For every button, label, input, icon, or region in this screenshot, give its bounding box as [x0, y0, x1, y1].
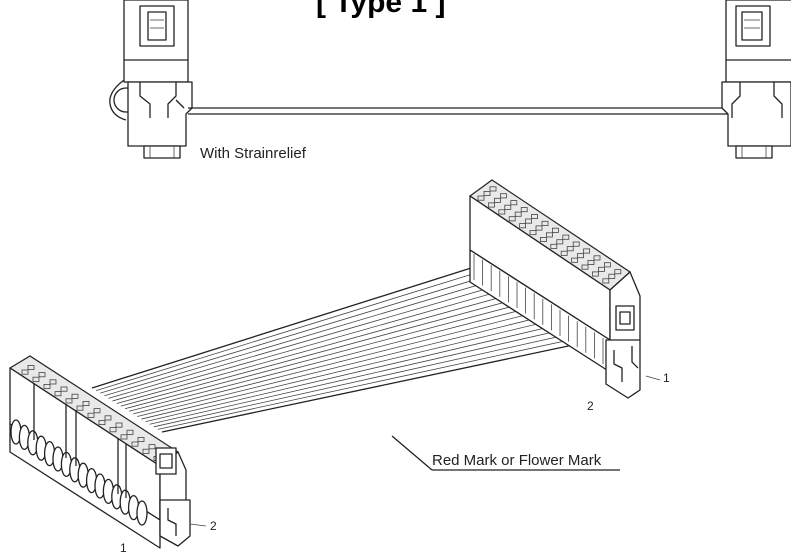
- pin-cell: [498, 209, 506, 215]
- pin-1-left-label: 1: [120, 541, 127, 555]
- pin-cell: [32, 376, 40, 382]
- pin-cell: [550, 243, 558, 249]
- pin-cell: [562, 234, 570, 240]
- ribbon-wire: [124, 297, 545, 410]
- pin-cell: [148, 444, 156, 450]
- ribbon-wire: [116, 288, 532, 404]
- side-view: [109, 0, 791, 159]
- pin-2-right-label: 2: [587, 399, 594, 413]
- pin-cell: [104, 415, 112, 421]
- ribbon-wire: [141, 315, 572, 420]
- pin-cell: [87, 412, 95, 418]
- pin-cell: [60, 386, 68, 392]
- pin-cell: [608, 273, 616, 279]
- pin-1-right-label: 1: [663, 371, 670, 385]
- mark-label: Red Mark or Flower Mark: [432, 452, 602, 469]
- right-connector-iso: [468, 179, 641, 399]
- ribbon-wire: [161, 337, 607, 433]
- pin-cell: [552, 227, 559, 233]
- pin-cell: [592, 271, 599, 277]
- pin-cell: [43, 383, 51, 389]
- pin-cell: [514, 211, 522, 217]
- pin-cell: [571, 257, 578, 263]
- ribbon-wire: [104, 275, 511, 397]
- pin-cell: [614, 269, 622, 275]
- pin-cell: [54, 391, 62, 397]
- ribbon-wire: [157, 333, 600, 430]
- pin-cell: [519, 223, 526, 229]
- pin-cell: [82, 400, 90, 406]
- pin-cell: [49, 379, 57, 385]
- left-connector-side: [109, 0, 193, 159]
- pin-cell: [531, 213, 538, 219]
- mark-leader: [391, 435, 620, 471]
- ribbon-wire: [108, 279, 518, 399]
- pin-2-left-label: 2: [210, 519, 217, 533]
- pin-cell: [535, 225, 543, 231]
- page-title: [ Type 1 ]: [316, 0, 446, 19]
- pin-cell: [483, 190, 491, 196]
- pin-cell: [38, 372, 46, 378]
- strain-relief-label: With Strainrelief: [200, 145, 306, 162]
- ribbon-wire: [128, 301, 552, 412]
- pin-cell: [131, 441, 139, 447]
- pin-cell: [520, 207, 528, 213]
- latch-bump: [136, 500, 148, 526]
- pin-cell: [71, 393, 79, 399]
- pin-cell: [65, 398, 73, 404]
- pin-cell: [572, 241, 580, 247]
- pin-cell: [477, 195, 485, 201]
- pin-cell: [137, 436, 145, 442]
- pin-cell: [566, 246, 574, 252]
- ribbon-cable: [91, 261, 607, 433]
- ribbon-wire: [95, 266, 497, 391]
- pin-cell: [126, 429, 134, 435]
- pin-cell: [525, 218, 532, 224]
- pin-cell: [529, 230, 537, 236]
- pin-cell: [540, 236, 547, 242]
- pin-cell: [510, 200, 518, 206]
- ribbon-wire: [137, 310, 566, 417]
- pin-cell: [487, 202, 495, 208]
- pin-cell: [98, 419, 106, 425]
- pin-cell: [489, 186, 497, 192]
- ribbon-wire: [153, 328, 593, 428]
- ribbon-wire: [120, 292, 538, 407]
- pin-cell: [593, 255, 601, 261]
- pin-cell: [546, 232, 553, 238]
- ribbon-wire: [133, 306, 559, 415]
- pin-cell: [504, 204, 512, 210]
- pin-cell: [76, 405, 84, 411]
- left-connector-iso: [8, 355, 191, 549]
- pin-cell: [499, 193, 507, 199]
- ribbon-wire: [100, 270, 504, 394]
- pin-cell: [27, 364, 35, 370]
- ribbon-wire: [112, 283, 525, 402]
- pin-cell: [581, 264, 589, 270]
- pin-cell: [587, 259, 595, 265]
- pin-cell: [560, 250, 568, 256]
- pin-cell: [21, 369, 29, 375]
- pin-cell: [556, 239, 564, 245]
- pin-cell: [604, 262, 611, 268]
- pin-cell: [583, 248, 590, 254]
- ribbon-wire: [91, 261, 491, 389]
- pin-cell: [598, 266, 605, 272]
- ribbon-wire: [145, 319, 579, 423]
- pin-cell: [109, 427, 117, 433]
- ribbon-wire: [149, 324, 586, 425]
- pin-cell: [602, 278, 610, 284]
- pin-cell: [115, 422, 123, 428]
- pin-cell: [508, 216, 516, 222]
- pin-cell: [120, 434, 128, 440]
- pin-cell: [142, 448, 150, 454]
- pin-cell: [577, 253, 584, 259]
- right-connector-side: [721, 0, 791, 159]
- pin-cell: [541, 220, 549, 226]
- pin-cell: [93, 408, 101, 414]
- pin-cell: [493, 197, 501, 203]
